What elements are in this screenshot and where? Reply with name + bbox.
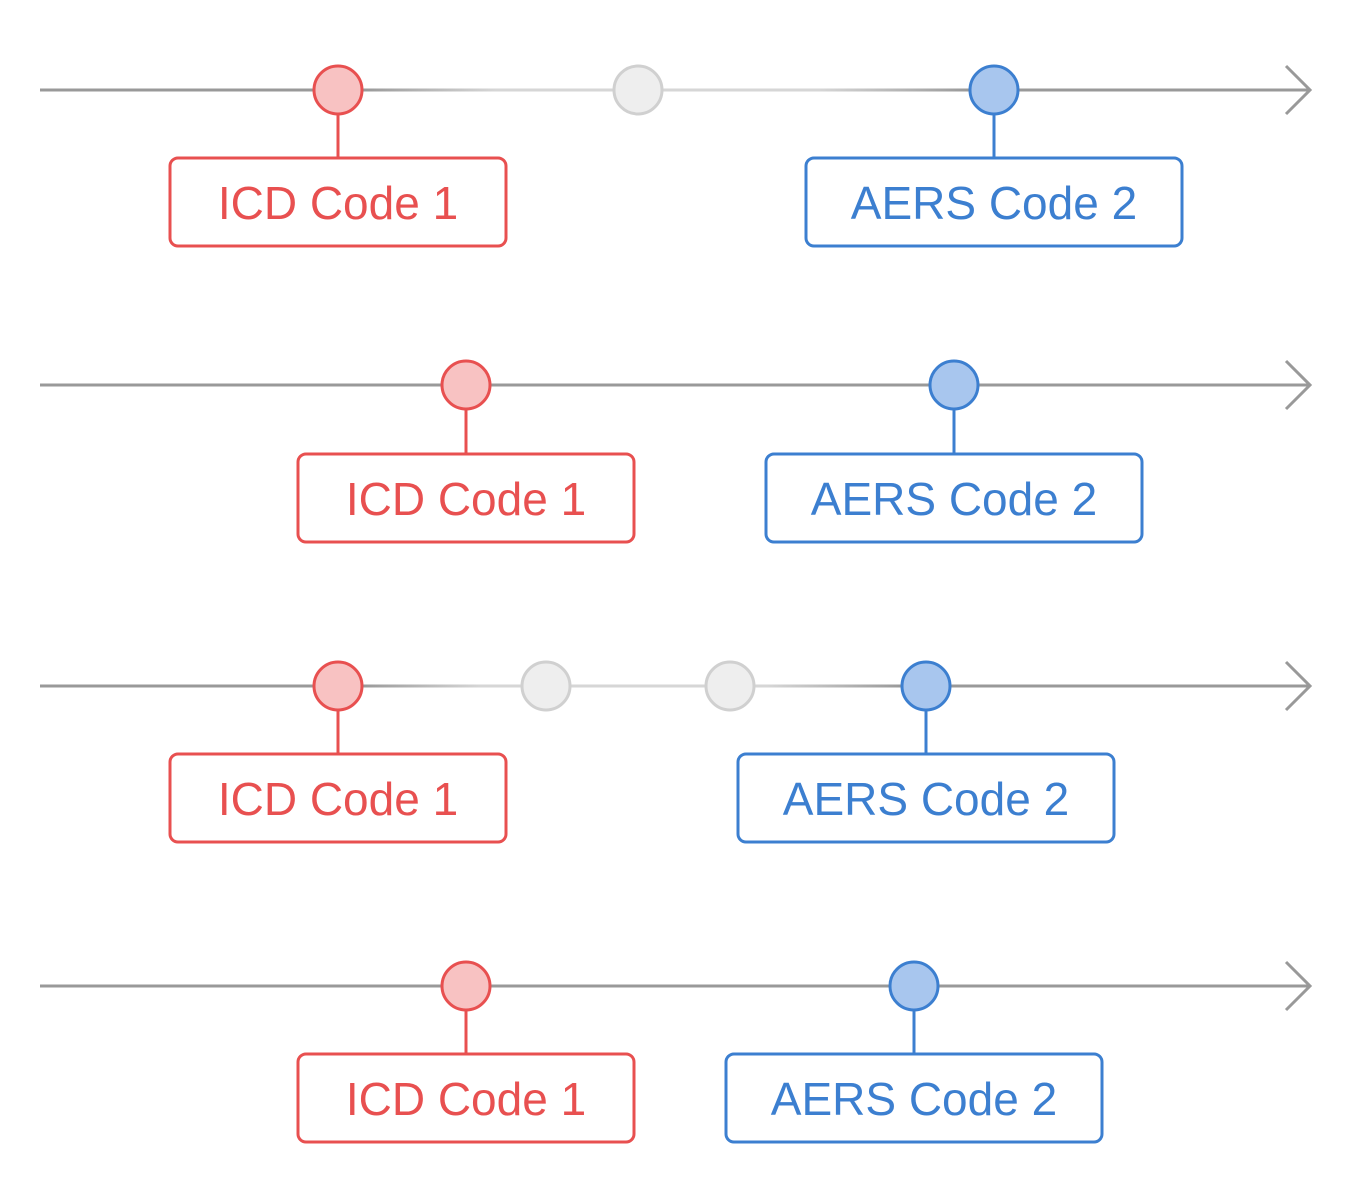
intermediate-event-marker (704, 660, 756, 712)
aers-code-box (764, 452, 1144, 544)
aers-code-label: AERS Code 2 (851, 177, 1137, 229)
icd-event-marker (440, 960, 492, 1012)
aers-code-box (724, 1052, 1104, 1144)
timeline-3: ICD Code 1 AERS Code 2 (40, 660, 1313, 844)
arrow-head-icon (1284, 960, 1313, 1012)
aers-event-marker (888, 960, 940, 1012)
timeline-1: ICD Code 1 AERS Code 2 (40, 64, 1313, 248)
timeline-2: ICD Code 1 AERS Code 2 (40, 359, 1313, 544)
icd-code-box (168, 156, 508, 248)
icd-code-label: ICD Code 1 (346, 473, 586, 525)
icd-code-label: ICD Code 1 (346, 1073, 586, 1125)
aers-code-label: AERS Code 2 (811, 473, 1097, 525)
intermediate-event-marker (612, 64, 664, 116)
aers-code-box (804, 156, 1184, 248)
aers-code-box (736, 752, 1116, 844)
aers-code-label: AERS Code 2 (771, 1073, 1057, 1125)
timeline-4: ICD Code 1 AERS Code 2 (40, 960, 1313, 1144)
icd-code-box (296, 452, 636, 544)
icd-event-marker (440, 359, 492, 411)
aers-event-marker (928, 359, 980, 411)
aers-event-marker (900, 660, 952, 712)
arrow-head-icon (1284, 359, 1313, 411)
arrow-head-icon (1284, 64, 1313, 116)
aers-event-marker (968, 64, 1020, 116)
aers-code-label: AERS Code 2 (783, 773, 1069, 825)
icd-code-label: ICD Code 1 (218, 177, 458, 229)
intermediate-event-marker (520, 660, 572, 712)
icd-event-marker (312, 64, 364, 116)
icd-code-box (296, 1052, 636, 1144)
icd-event-marker (312, 660, 364, 712)
arrow-head-icon (1284, 660, 1313, 712)
icd-code-label: ICD Code 1 (218, 773, 458, 825)
icd-code-box (168, 752, 508, 844)
